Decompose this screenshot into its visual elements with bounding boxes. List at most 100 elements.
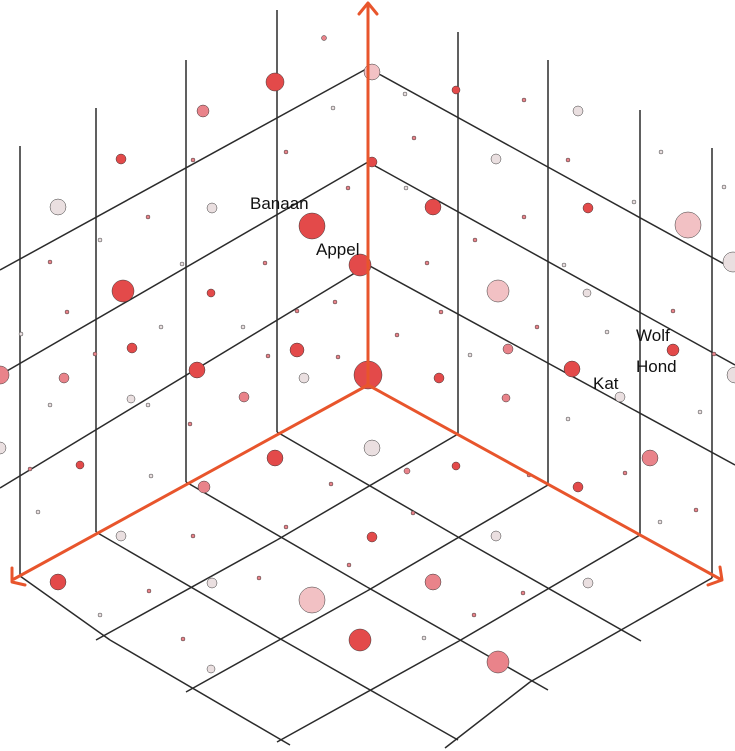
- data-point: [75, 460, 85, 470]
- data-point: [411, 135, 417, 141]
- data-point: [467, 352, 473, 358]
- data-point: [604, 329, 610, 335]
- data-point: [206, 202, 218, 214]
- data-point: [332, 299, 338, 305]
- data-point: [298, 586, 326, 614]
- data-point: [451, 85, 461, 95]
- data-point: [265, 353, 271, 359]
- data-point: [614, 391, 626, 403]
- data-point: [158, 324, 164, 330]
- data-point: [0, 441, 7, 455]
- label-appel: Appel: [316, 240, 359, 259]
- data-point: [561, 262, 567, 268]
- data-point: [0, 365, 10, 385]
- data-point: [582, 577, 594, 589]
- data-point: [348, 628, 372, 652]
- data-point: [666, 343, 680, 357]
- data-point: [363, 63, 381, 81]
- label-hond: Hond: [636, 357, 677, 376]
- left-axis: [12, 383, 370, 581]
- data-point: [394, 332, 400, 338]
- right-axis-arrowhead: [706, 565, 724, 587]
- data-point: [693, 507, 699, 513]
- data-point: [335, 354, 341, 360]
- data-point: [49, 198, 67, 216]
- data-point: [115, 530, 127, 542]
- data-point: [49, 573, 67, 591]
- data-point: [363, 439, 381, 457]
- left-wall-grid: [0, 10, 369, 576]
- data-point: [403, 467, 411, 475]
- vertical-axis-arrowhead: [357, 1, 379, 16]
- data-point: [403, 185, 409, 191]
- data-point: [438, 309, 444, 315]
- data-point: [58, 372, 70, 384]
- data-point: [421, 635, 427, 641]
- data-point: [721, 184, 727, 190]
- data-point: [486, 279, 510, 303]
- right-axis: [366, 383, 722, 581]
- data-point: [366, 531, 378, 543]
- data-point: [658, 149, 664, 155]
- data-point: [265, 72, 285, 92]
- data-point: [348, 253, 372, 277]
- data-point: [190, 533, 196, 539]
- data-point: [262, 260, 268, 266]
- data-point: [145, 402, 151, 408]
- data-point: [146, 588, 152, 594]
- data-point: [565, 416, 571, 422]
- data-point: [726, 366, 735, 384]
- data-point: [283, 524, 289, 530]
- data-point: [471, 612, 477, 618]
- data-point: [148, 473, 154, 479]
- data-point: [111, 279, 135, 303]
- data-point: [197, 480, 211, 494]
- data-point: [670, 308, 676, 314]
- data-point: [47, 402, 53, 408]
- data-point: [206, 577, 218, 589]
- data-point: [472, 237, 478, 243]
- data-point: [64, 309, 70, 315]
- data-point: [187, 421, 193, 427]
- label-wolf: Wolf: [636, 326, 670, 345]
- data-point: [711, 351, 717, 357]
- data-point: [97, 237, 103, 243]
- data-point: [501, 393, 511, 403]
- data-point: [35, 509, 41, 515]
- data-point: [47, 259, 53, 265]
- data-point: [27, 466, 33, 472]
- data-point: [451, 461, 461, 471]
- data-point: [328, 481, 334, 487]
- data-point: [502, 343, 514, 355]
- data-point: [298, 212, 326, 240]
- data-point: [424, 198, 442, 216]
- data-point: [490, 530, 502, 542]
- data-point: [572, 105, 584, 117]
- data-point: [206, 288, 216, 298]
- axes: [10, 1, 724, 587]
- data-point: [582, 202, 594, 214]
- data-point: [674, 211, 702, 239]
- data-point: [486, 650, 510, 674]
- data-point: [697, 409, 703, 415]
- data-point: [206, 664, 216, 674]
- data-point: [520, 590, 526, 596]
- data-point: [424, 573, 442, 591]
- data-point: [563, 360, 581, 378]
- data-point: [18, 331, 24, 337]
- data-point: [238, 391, 250, 403]
- data-point: [521, 214, 527, 220]
- data-point: [298, 372, 310, 384]
- data-point: [294, 308, 300, 314]
- data-point: [180, 636, 186, 642]
- data-point: [126, 342, 138, 354]
- data-point: [657, 519, 663, 525]
- data-point: [330, 105, 336, 111]
- data-point: [240, 324, 246, 330]
- right-wall-grid: [367, 32, 735, 578]
- data-point: [179, 261, 185, 267]
- data-point: [433, 372, 445, 384]
- data-point: [256, 575, 262, 581]
- data-point: [565, 157, 571, 163]
